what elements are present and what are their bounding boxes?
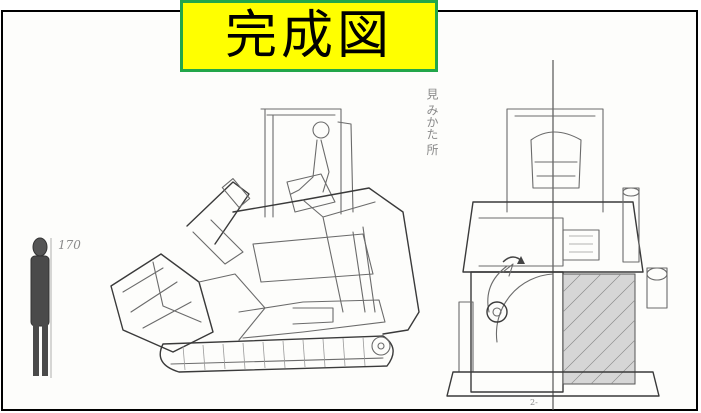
page-title: 完成図 [224, 6, 393, 66]
height-mark-label: 170 [58, 238, 81, 252]
front-view-machine [446, 60, 668, 410]
drawing-frame [1, 10, 698, 411]
view-note-label: 見 みかた 所 [425, 88, 439, 156]
page-mark-label: 2- [530, 398, 538, 407]
scale-figure [30, 237, 52, 378]
rotation-arrow-icon [502, 256, 525, 264]
title-banner: 完成図 [180, 0, 438, 72]
pencil-sketch-drawing [30, 60, 668, 410]
side-view-machine [110, 108, 420, 373]
drum-hatch [562, 273, 636, 385]
